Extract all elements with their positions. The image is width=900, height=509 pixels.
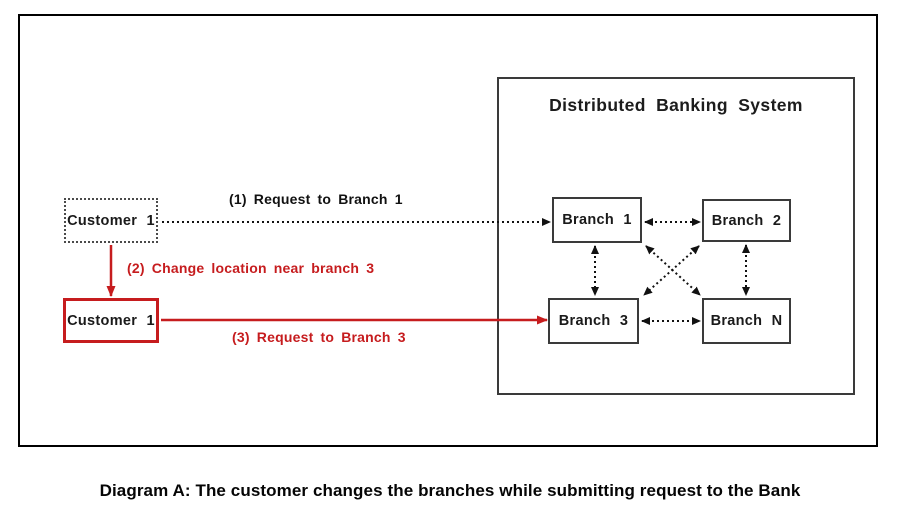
branch-n-label: Branch N (710, 313, 783, 329)
flow-1-label: (1) Request to Branch 1 (229, 191, 403, 207)
branch-1-node: Branch 1 (552, 197, 642, 243)
customer-1-initial-node: Customer 1 (64, 198, 158, 243)
banking-system-box: Distributed Banking System (497, 77, 855, 395)
branch-3-label: Branch 3 (558, 313, 629, 329)
branch-1-label: Branch 1 (562, 212, 632, 228)
flow-3-label: (3) Request to Branch 3 (232, 329, 406, 345)
branch-3-node: Branch 3 (548, 298, 639, 344)
branch-n-node: Branch N (702, 298, 791, 344)
flow-2-label: (2) Change location near branch 3 (127, 260, 375, 276)
banking-system-title: Distributed Banking System (549, 95, 803, 115)
customer-1-relocated-label: Customer 1 (67, 312, 155, 329)
customer-1-initial-label: Customer 1 (67, 212, 155, 229)
branch-2-node: Branch 2 (702, 199, 791, 242)
diagram-caption: Diagram A: The customer changes the bran… (99, 481, 801, 500)
branch-2-label: Branch 2 (711, 212, 782, 229)
customer-1-relocated-node: Customer 1 (63, 298, 159, 343)
